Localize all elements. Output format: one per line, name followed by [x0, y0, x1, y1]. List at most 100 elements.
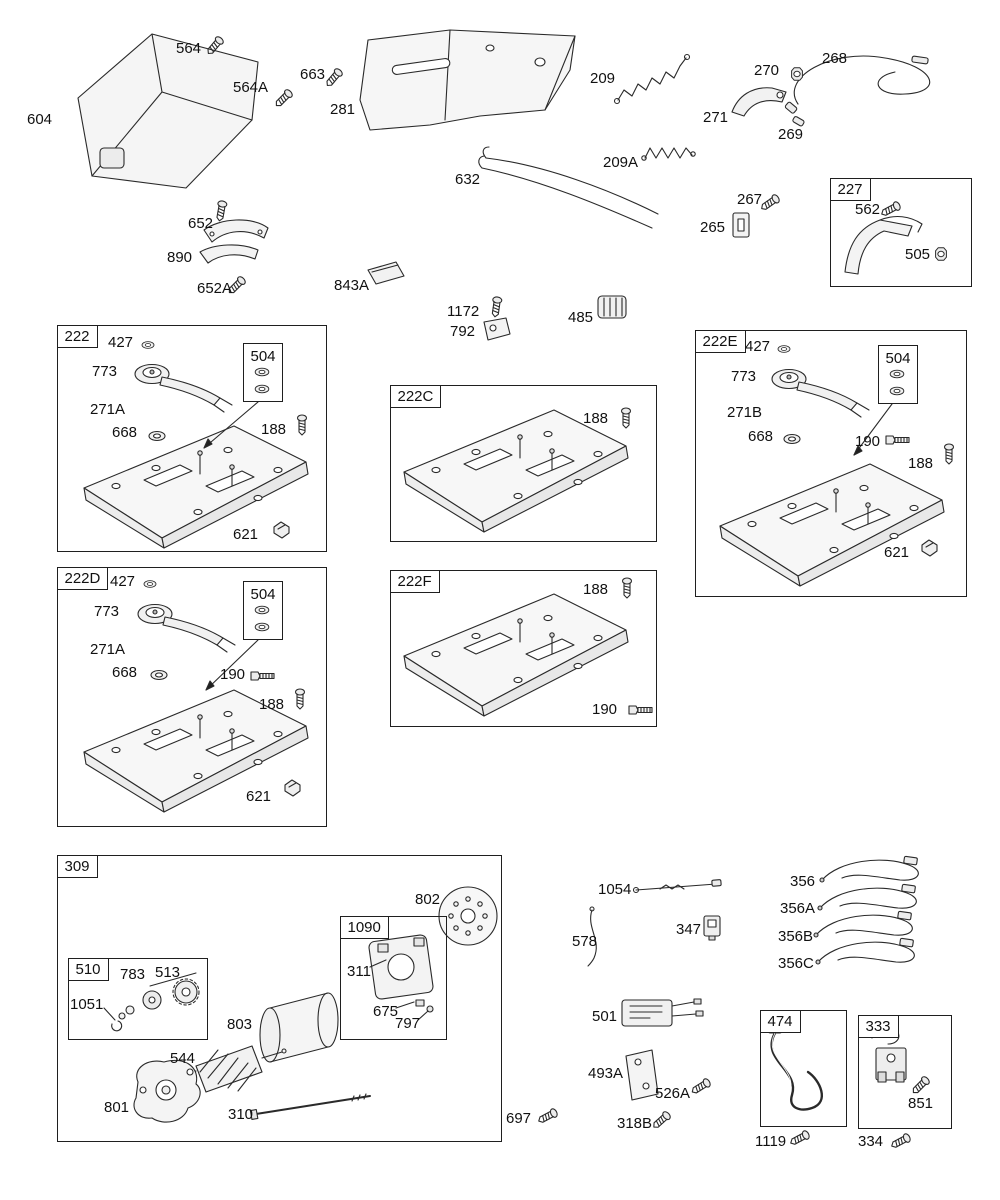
part-label-188-42: 188 [259, 696, 285, 713]
group-box-label-333: 333 [857, 1014, 899, 1038]
part-sketch-578-wire [587, 906, 597, 967]
part-label-621-43: 621 [246, 788, 272, 805]
part-label-890-17: 890 [167, 249, 193, 266]
part-label-668-40: 668 [112, 664, 138, 681]
part-sketch-604-cover [77, 33, 259, 189]
group-box-label-222D: 222D [56, 566, 109, 590]
part-label-271A-25: 271A [90, 401, 126, 418]
part-label-792-21: 792 [450, 323, 476, 340]
part-label-209A-10: 209A [603, 154, 639, 171]
part-label-621-36: 621 [884, 544, 910, 561]
group-box-504-2: 504 [243, 343, 283, 402]
group-box-label-309: 309 [56, 854, 98, 878]
group-box-222E-4: 222E [694, 329, 967, 597]
part-sketch-209-spring [613, 53, 691, 105]
part-sketch-356-wire [819, 855, 919, 883]
part-label-318B-67: 318B [617, 1115, 653, 1132]
part-sketch-890-bracket [199, 244, 259, 264]
part-label-783-50: 783 [120, 966, 146, 983]
part-sketch-356C-wire [815, 937, 915, 965]
part-label-843A-19: 843A [334, 277, 370, 294]
part-label-356-60: 356 [790, 873, 816, 890]
group-box-label-222: 222 [56, 324, 98, 348]
part-label-427-37: 427 [110, 573, 136, 590]
part-label-562-13: 562 [855, 201, 881, 218]
part-label-621-28: 621 [233, 526, 259, 543]
part-label-797-49: 797 [395, 1015, 421, 1032]
part-sketch-268-cable [784, 55, 931, 127]
part-label-526A-66: 526A [655, 1085, 691, 1102]
group-box-label-222E: 222E [694, 329, 746, 353]
group-box-227-0: 227 [829, 177, 972, 287]
group-box-222C-3: 222C [389, 384, 657, 542]
part-label-268-6: 268 [822, 50, 848, 67]
part-label-427-30: 427 [745, 338, 771, 355]
part-sketch-803-housing [259, 992, 339, 1063]
part-label-356C-63: 356C [778, 955, 814, 972]
screw-icon-1119 [788, 1129, 812, 1148]
part-label-310-56: 310 [228, 1106, 254, 1123]
part-label-188-44: 188 [583, 581, 609, 598]
part-sketch-310-through-bolt [249, 1093, 371, 1120]
group-box-label-1090: 1090 [339, 915, 389, 939]
screw-icon-652 [214, 199, 228, 223]
part-sketch-510-drive-gear [103, 972, 200, 1032]
group-box-510-10: 510 [67, 957, 208, 1040]
part-label-802-46: 802 [415, 891, 441, 908]
group-box-label-504: 504 [250, 586, 276, 603]
group-box-222-1: 222 [56, 324, 327, 552]
part-label-501-64: 501 [592, 1008, 618, 1025]
part-sketch-265-clip [732, 212, 750, 238]
part-sketch-632-rods [478, 146, 659, 229]
part-label-271A-39: 271A [90, 641, 126, 658]
part-label-281-4: 281 [330, 101, 356, 118]
part-label-697-68: 697 [506, 1110, 532, 1127]
part-label-269-9: 269 [778, 126, 804, 143]
part-sketch-801-end-cap [133, 1060, 201, 1123]
part-label-773-38: 773 [94, 603, 120, 620]
part-label-334-71: 334 [858, 1133, 884, 1150]
screw-icon-663 [323, 66, 345, 89]
group-box-222F-8: 222F [389, 569, 657, 727]
nut-icon-270 [791, 67, 803, 81]
part-label-513-51: 513 [155, 964, 181, 981]
part-label-356A-61: 356A [780, 900, 816, 917]
part-sketch-544-armature [181, 1045, 287, 1093]
part-label-270-7: 270 [754, 62, 780, 79]
part-label-652-16: 652 [188, 215, 214, 232]
part-label-265-15: 265 [700, 219, 726, 236]
part-sketch-1090-brush-card [368, 934, 434, 1021]
part-label-663-1: 663 [300, 66, 326, 83]
part-label-668-26: 668 [112, 424, 138, 441]
part-sketch-347-switch [703, 915, 721, 941]
part-label-271-8: 271 [703, 109, 729, 126]
part-label-1119-70: 1119 [755, 1133, 787, 1150]
group-box-504-7: 504 [243, 581, 283, 640]
screw-icon-1172 [489, 295, 503, 319]
part-sketch-501-module [621, 998, 704, 1027]
screw-icon-334 [889, 1132, 913, 1151]
part-sketch-356A-wire [817, 883, 917, 911]
part-label-485-22: 485 [568, 309, 594, 326]
part-sketch-1054-rod [632, 879, 722, 894]
part-label-190-45: 190 [592, 701, 618, 718]
group-box-222D-6: 222D [56, 566, 327, 827]
group-box-label-510: 510 [67, 957, 109, 981]
part-label-773-24: 773 [92, 363, 118, 380]
part-label-188-35: 188 [908, 455, 934, 472]
part-sketch-485-grommet [597, 295, 627, 319]
part-label-1172-20: 1172 [447, 303, 480, 320]
leader-lines-504 [203, 401, 893, 691]
part-label-347-59: 347 [676, 921, 702, 938]
group-box-333-13: 333 [857, 1014, 952, 1129]
part-label-493A-65: 493A [588, 1065, 624, 1082]
part-sketch-281-bracket [359, 29, 576, 131]
group-box-label-504: 504 [885, 350, 911, 367]
part-label-311-47: 311 [347, 963, 371, 980]
part-label-632-11: 632 [455, 171, 481, 188]
part-label-578-58: 578 [572, 933, 598, 950]
part-label-427-23: 427 [108, 334, 134, 351]
group-box-1090-11: 1090 [339, 915, 447, 1040]
group-box-label-222C: 222C [389, 384, 442, 408]
